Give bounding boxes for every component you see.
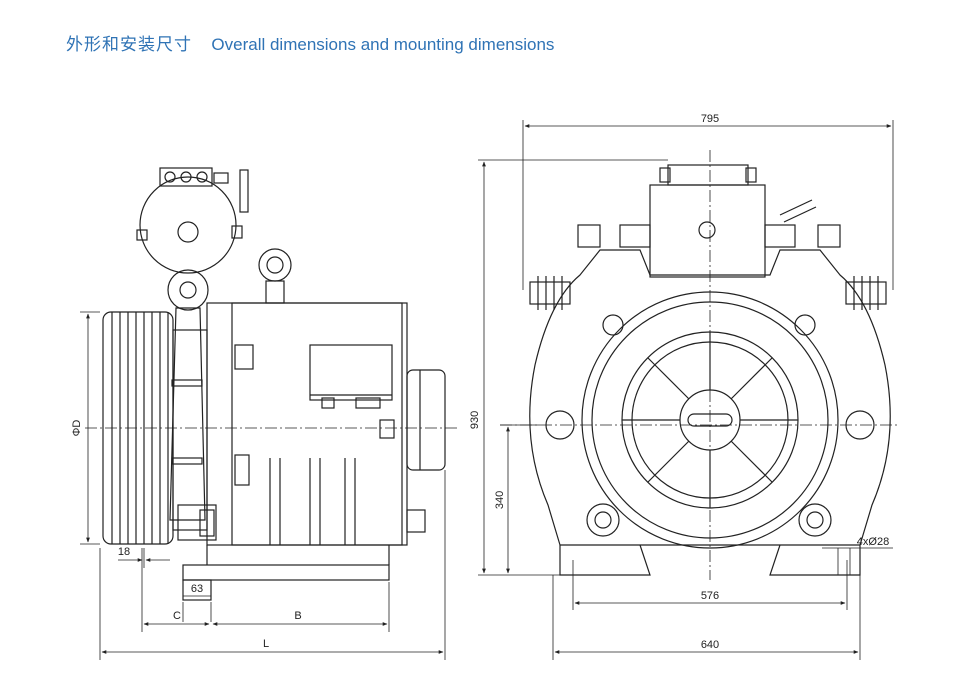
side-view (85, 167, 460, 601)
front-feet (559, 503, 861, 576)
dim-340-label: 340 (494, 491, 506, 509)
page-title: 外形和安装尺寸 Overall dimensions and mounting … (66, 30, 554, 55)
title-english: Overall dimensions and mounting dimensio… (211, 35, 555, 54)
motor-housing (206, 302, 408, 546)
dim-640-label: 640 (701, 639, 719, 651)
front-view-dimensions (478, 120, 894, 660)
dim-576-label: 576 (701, 590, 719, 602)
dim-930-label: 930 (469, 411, 481, 429)
side-view-dimensions (80, 311, 446, 660)
mounting-base (182, 545, 390, 601)
dim-795-label: 795 (701, 113, 719, 125)
brake-assembly (136, 167, 249, 541)
dim-b-label: B (294, 610, 301, 622)
front-housing-outline (529, 249, 891, 546)
dim-diameter-label: ΦD (71, 420, 83, 437)
encoder-end (406, 369, 446, 533)
dim-l-label: L (263, 638, 269, 650)
side-view-dimension-labels: ΦD 18 63 C B L (71, 420, 302, 650)
front-view (500, 150, 900, 580)
lifting-eye (258, 248, 292, 304)
dim-18-label: 18 (118, 546, 130, 558)
dim-63-label: 63 (191, 583, 203, 595)
dim-holes-label: 4xØ28 (857, 536, 889, 548)
dim-c-label: C (173, 610, 181, 622)
brake-box (577, 164, 841, 278)
front-view-dimension-labels: 795 930 340 4xØ28 576 640 (469, 113, 889, 651)
title-chinese: 外形和安装尺寸 (66, 35, 192, 55)
brake-springs (529, 276, 887, 310)
